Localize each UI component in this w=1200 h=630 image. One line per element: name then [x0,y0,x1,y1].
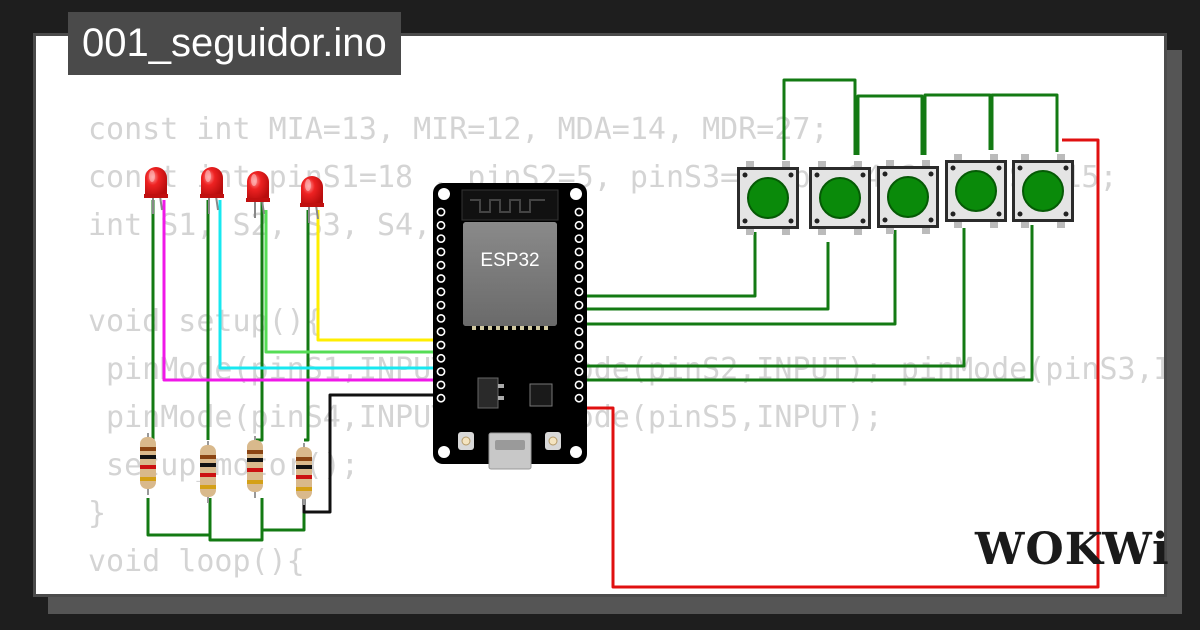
esp32-pin-right[interactable] [574,247,584,257]
esp32-pin-left[interactable] [436,327,446,337]
esp32-chip-label: ESP32 [480,250,539,271]
esp32-pin-right[interactable] [574,260,584,270]
wire-ground-bus-3 [262,498,306,532]
sketch-title: 001_seguidor.ino [68,12,401,75]
esp32-pin-right[interactable] [574,340,584,350]
led-4[interactable] [300,176,324,223]
wire-gnd-black [302,393,440,514]
code-line: const int MIA=13, MIR=12, MDA=14, MDR=27… [88,112,829,147]
esp32-pin-left[interactable] [436,260,446,270]
esp32-pin-right[interactable] [574,367,584,376]
esp32-pin-left[interactable] [436,300,446,310]
esp32-pin-right[interactable] [574,220,584,230]
wire-btn3 [578,230,897,326]
esp32-pin-right[interactable] [574,313,584,323]
pushbutton-3[interactable] [877,160,939,234]
led-2[interactable] [200,167,224,214]
pushbutton-4[interactable] [945,154,1007,228]
code-line: void setup(){ [88,304,323,339]
wire-btn-top-1 [782,78,857,160]
wire-btn1 [578,232,757,298]
wire-led3-gnd [255,200,264,442]
esp32-pin-right[interactable] [574,274,584,283]
esp32-pin-left[interactable] [436,220,446,230]
wire-led4-signal [316,210,440,342]
wire-btn-top-4 [990,93,1059,152]
code-line: S1=digitalRead(pinS1); S2=digitalRead(pi… [88,586,1164,594]
esp32-pin-right[interactable] [574,234,584,243]
pushbutton-2[interactable] [809,161,871,235]
pushbutton-5[interactable] [1012,154,1074,228]
wire-led1-gnd [146,200,155,442]
resistor-2[interactable] [200,441,216,503]
led-3[interactable] [246,171,270,218]
wire-btn5 [578,225,1034,382]
esp32-pin-right[interactable] [574,327,584,337]
code-line: } [88,496,107,531]
code-line: void loop(){ [88,544,305,579]
esp32-pin-left[interactable] [436,287,446,297]
esp32-pin-right[interactable] [574,393,584,403]
esp32-pin-left[interactable] [436,380,446,390]
wire-led4-gnd [304,210,310,442]
wires [146,78,1100,589]
esp32-pin-left[interactable] [436,234,446,243]
wire-btn-top-2 [856,94,924,155]
wokwi-logo: WOKWi [975,524,1170,575]
pushbutton-1[interactable] [737,161,799,235]
wire-ground-bus-1 [146,498,212,537]
esp32-pin-left[interactable] [436,207,446,217]
wire-led3-signal [264,210,440,354]
resistor-4[interactable] [296,443,312,505]
esp32-pin-right[interactable] [574,207,584,217]
esp32-pin-left[interactable] [436,353,446,363]
esp32-pin-right[interactable] [574,300,584,310]
resistor-3[interactable] [247,436,263,498]
esp32-pin-right[interactable] [574,380,584,390]
esp32-pin-left[interactable] [436,340,446,350]
esp32-pin-left[interactable] [436,274,446,283]
esp32-pin-left[interactable] [436,367,446,376]
led-1[interactable] [144,167,168,214]
wire-btn2 [578,242,830,311]
esp32-pin-left[interactable] [436,313,446,323]
wire-btn-top-3 [923,93,992,155]
resistor-1[interactable] [140,433,156,495]
wire-ground-bus-2 [208,498,264,542]
esp32-pin-left[interactable] [436,247,446,257]
esp32-pin-right[interactable] [574,353,584,363]
wire-power-red [578,138,1100,589]
wire-led2-signal [218,200,440,370]
esp32-board[interactable]: ESP32 [433,183,587,470]
esp32-pin-right[interactable] [574,287,584,297]
wire-led1-signal [162,200,440,382]
esp32-pin-left[interactable] [436,393,446,403]
wire-btn4 [578,228,966,368]
